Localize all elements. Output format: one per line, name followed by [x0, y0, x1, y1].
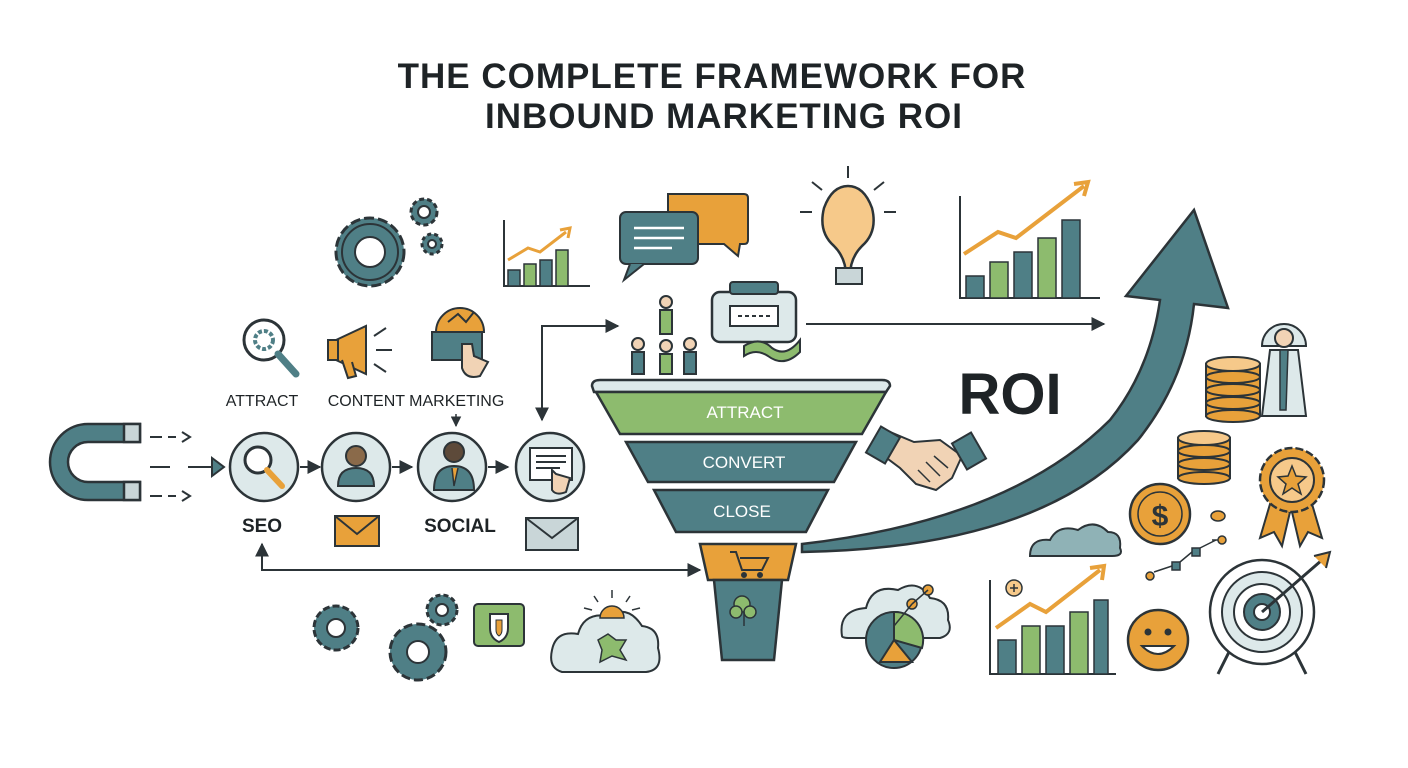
- coins-icon: [1177, 430, 1231, 485]
- funnel-spout: [712, 578, 784, 662]
- funnel: [590, 378, 892, 662]
- funnel-stage-cart: [698, 542, 798, 582]
- person-icon: [1260, 323, 1308, 417]
- search-icon: [243, 445, 285, 489]
- envelope-icon: [334, 515, 380, 547]
- web-page-icon: [529, 447, 573, 495]
- network-dots: [1145, 510, 1227, 581]
- attract-label: ATTRACT: [226, 393, 299, 410]
- funnel-stage-attract: [593, 390, 889, 436]
- magnifier-gear-icon: [242, 318, 300, 378]
- seo-circle[interactable]: [228, 431, 300, 503]
- dollar-coin-icon: $: [1128, 482, 1192, 546]
- roi-growth-arrow: [800, 207, 1230, 554]
- funnel-stage-convert-label: CONVERT: [703, 453, 786, 472]
- award-badge-icon: [1258, 446, 1326, 549]
- feedback-loop-arrow: [255, 542, 702, 577]
- gears-icon: [312, 593, 459, 682]
- smiley-icon: [1126, 608, 1190, 672]
- title-line-1: THE COMPLETE FRAMEWORK FOR: [398, 57, 1027, 96]
- svg-text:$: $: [1152, 500, 1169, 533]
- person-icon: [336, 445, 376, 487]
- funnel-stage-convert: [623, 440, 859, 484]
- growth-chart-icon: [503, 220, 590, 287]
- funnel-stage-close: [651, 488, 831, 534]
- web-page-circle[interactable]: [514, 431, 586, 503]
- social-label: SOCIAL: [424, 516, 496, 537]
- target-icon: [1208, 550, 1332, 675]
- gears-icon: [334, 197, 444, 288]
- cloud-icon: [840, 584, 951, 669]
- magnet-signal-lines: [150, 431, 192, 502]
- tree-icon: [729, 595, 757, 626]
- cloud-icon: [550, 590, 661, 673]
- seo-label: SEO: [242, 516, 282, 537]
- magnet-icon: [48, 422, 142, 502]
- monitor-icon: [710, 281, 801, 363]
- cloud-icon: [1028, 523, 1122, 557]
- social-person-icon: [432, 441, 476, 491]
- bar-chart-icon: [989, 563, 1116, 675]
- megaphone-icon: [327, 324, 392, 380]
- cart-icon: [730, 551, 770, 578]
- chat-bubbles-icon: [619, 193, 749, 284]
- team-icon: [631, 295, 697, 375]
- title-line-2: INBOUND MARKETING ROI: [485, 97, 963, 136]
- funnel-stage-close-label: CLOSE: [713, 502, 771, 521]
- envelope-icon: [525, 517, 579, 551]
- content-circle[interactable]: [320, 431, 392, 503]
- touch-screen-icon: [431, 307, 490, 378]
- roi-label: ROI: [958, 362, 1061, 427]
- content-marketing-label: CONTENT MARKETING: [328, 393, 505, 410]
- lightbulb-icon: [800, 166, 896, 285]
- shield-icon: [473, 603, 525, 647]
- magnet-arrow: [188, 456, 226, 478]
- coins-icon: [1205, 356, 1261, 423]
- handshake-icon: [864, 425, 988, 492]
- social-circle[interactable]: [416, 431, 488, 503]
- funnel-stage-attract-label: ATTRACT: [706, 403, 783, 422]
- bar-chart-icon: [959, 179, 1100, 299]
